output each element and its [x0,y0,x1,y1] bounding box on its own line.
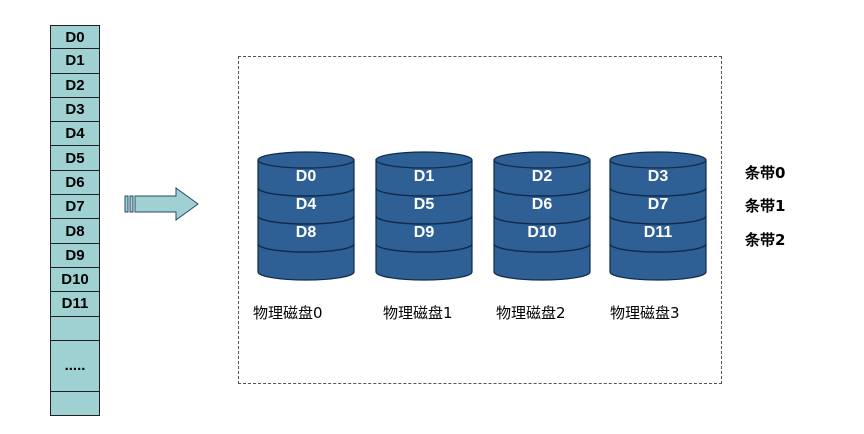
disk-block-label: D10 [527,224,556,241]
disk-block-label: D9 [414,224,435,241]
disk-label: 物理磁盘0 [253,304,323,322]
data-block-cell: D9 [50,243,100,268]
data-block-cell: D5 [50,146,100,171]
disk-block-label: D6 [532,196,553,213]
stripe-label: 条带0 [745,164,786,182]
disk-block-label: D1 [414,168,435,185]
stripe-label: 条带2 [745,231,786,249]
data-block-cell: D11 [50,292,100,317]
data-block-cell: D3 [50,97,100,123]
data-block-column: D0 D1 D2 D3 D4 D5 D6 D7 D8 D9 D10 D11 ..… [50,25,100,417]
empty-cell [50,391,100,417]
right-arrow-icon [124,187,199,221]
disk-block-label: D11 [644,224,673,241]
data-block-cell: D7 [50,195,100,220]
ellipsis-cell: ..... [50,340,100,392]
disk-block-label: D4 [296,196,317,213]
stripe-label: 条带1 [745,197,786,215]
disk-block-label: D5 [414,196,435,213]
disk-block-label: D2 [532,168,553,185]
disk-block-label: D7 [648,196,669,213]
data-block-cell: D10 [50,267,100,293]
disk-label: 物理磁盘2 [496,304,566,322]
data-block-cell: D4 [50,122,100,147]
disk-label: 物理磁盘1 [383,304,453,322]
disk-label: 物理磁盘3 [610,304,680,322]
disk-block-label: D3 [648,168,669,185]
data-block-cell: D8 [50,219,100,244]
data-block-cell: D6 [50,170,100,196]
data-block-cell: D2 [50,73,100,98]
disk-block-label: D0 [296,168,317,185]
data-block-cell: D1 [50,49,100,74]
data-block-cell: D0 [50,25,100,50]
disk-block-label: D8 [296,224,317,241]
empty-cell [50,316,100,341]
raid-group-box [238,56,722,384]
